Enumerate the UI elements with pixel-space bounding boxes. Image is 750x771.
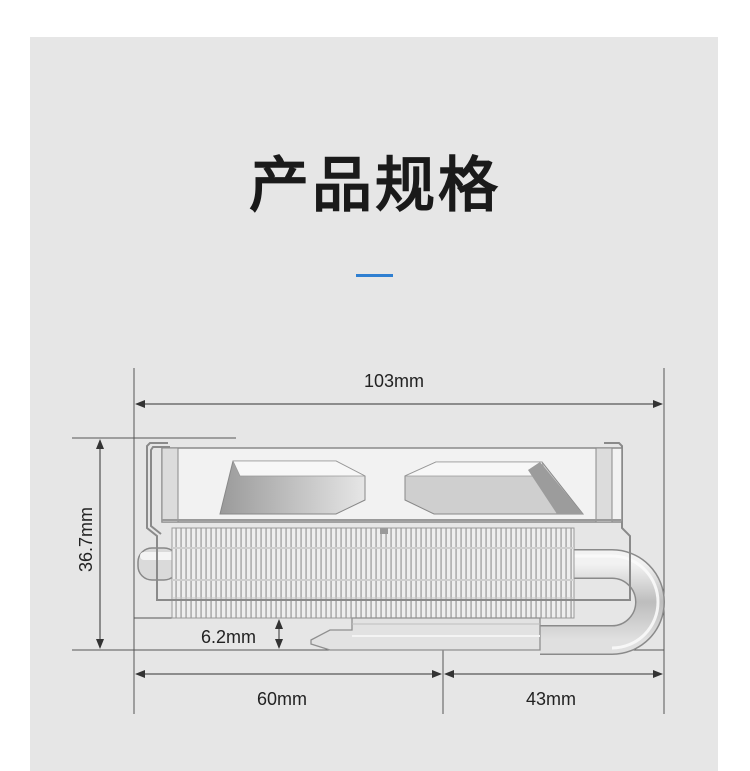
title-accent-bar bbox=[356, 274, 393, 277]
mounting-clip bbox=[146, 442, 631, 601]
fin-stack bbox=[171, 527, 575, 619]
dimension-lines bbox=[96, 400, 663, 678]
label-clearance: 6.2mm bbox=[201, 627, 257, 647]
base-plate bbox=[310, 617, 541, 651]
page-title: 产品规格 bbox=[249, 151, 501, 221]
label-total-width: 103mm bbox=[364, 371, 425, 391]
label-left-width: 60mm bbox=[257, 689, 308, 709]
label-right-width: 43mm bbox=[526, 689, 577, 709]
heatpipe bbox=[540, 549, 665, 655]
label-total-height: 36.7mm bbox=[76, 506, 96, 572]
fan bbox=[161, 447, 623, 534]
